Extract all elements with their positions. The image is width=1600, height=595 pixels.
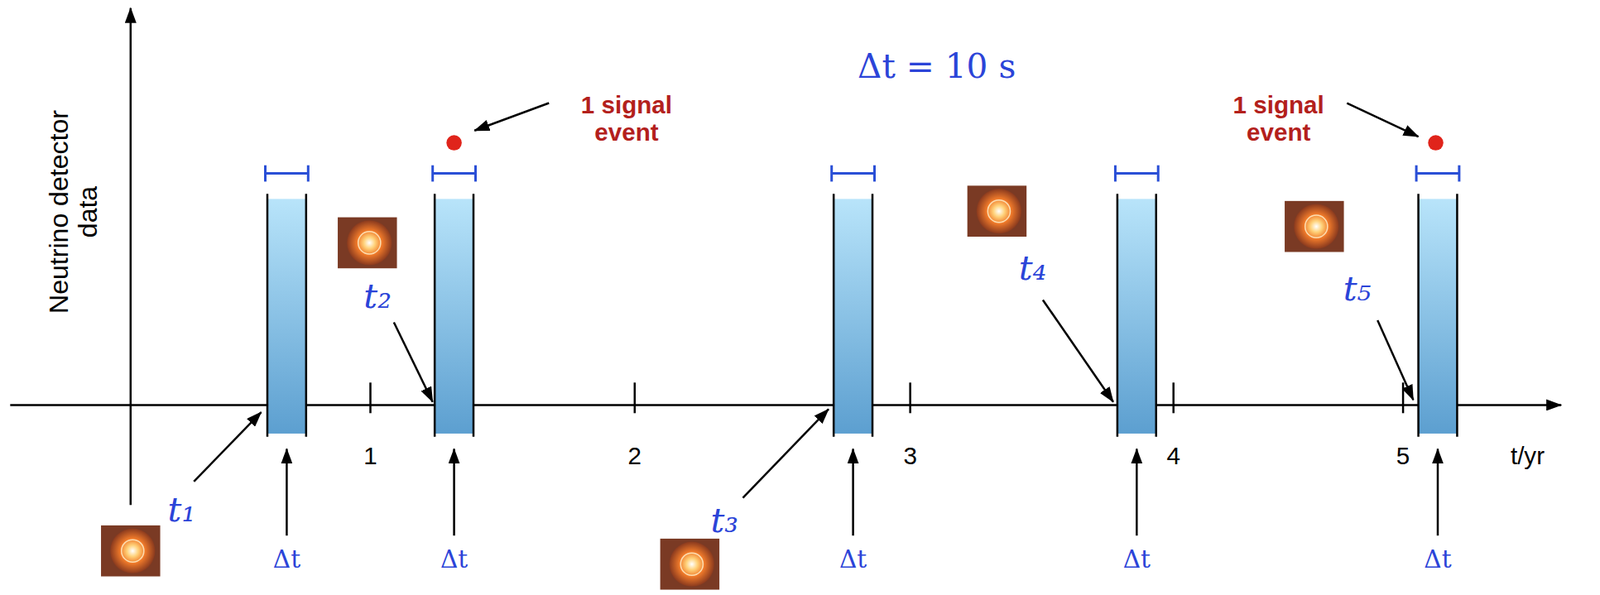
window-label: Δt	[1423, 545, 1452, 573]
band-edge	[1116, 193, 1120, 437]
signal-pointer	[474, 103, 549, 131]
window-bracket	[831, 172, 875, 175]
signal-note: 1 signal event	[564, 92, 689, 147]
window-pointer	[851, 448, 855, 536]
window-bracket	[1457, 165, 1461, 183]
band-edge	[472, 193, 476, 437]
band-edge	[1455, 193, 1459, 437]
band-edge	[871, 193, 875, 437]
window-bracket	[474, 165, 477, 183]
signal-dot	[1427, 134, 1443, 150]
window-label: Δt	[440, 545, 468, 573]
window-bracket	[830, 165, 833, 183]
tick-label: 3	[903, 442, 917, 471]
time-label: t₄	[1018, 249, 1048, 288]
time-pointer	[1377, 320, 1413, 400]
supernova-icon	[100, 525, 161, 577]
time-label: t₂	[363, 276, 392, 315]
band-edge	[433, 193, 437, 437]
tick-label: 2	[628, 442, 642, 471]
time-label: t₅	[1343, 269, 1372, 308]
window-pointer	[1436, 448, 1440, 536]
tick-mark	[1172, 382, 1175, 414]
time-label: t₁	[168, 490, 197, 529]
signal-dot	[446, 134, 462, 150]
tick-mark	[634, 382, 637, 414]
window-label: Δt	[839, 545, 867, 573]
axis-title: Neutrino detector data	[44, 104, 104, 320]
band-edge	[305, 193, 308, 437]
supernova-icon	[1284, 201, 1345, 253]
time-pointer	[193, 412, 261, 482]
supernova-icon	[660, 538, 721, 591]
band-edge	[266, 193, 270, 437]
data-axis	[129, 8, 133, 505]
time-window-band	[434, 198, 474, 434]
time-window-band	[1117, 198, 1157, 434]
time-pointer	[393, 322, 433, 403]
signal-pointer	[1346, 103, 1418, 138]
band-edge	[1417, 193, 1420, 437]
axis-unit: t/yr	[1510, 442, 1545, 471]
time-pointer	[1042, 299, 1114, 402]
window-bracket	[873, 165, 876, 183]
window-bracket	[1114, 172, 1158, 175]
window-pointer	[1135, 448, 1139, 536]
supernova-icon	[967, 185, 1028, 237]
window-label: Δt	[273, 545, 301, 573]
supernova-icon	[337, 217, 398, 270]
time-window-band	[1418, 198, 1458, 434]
window-length: Δt = 10 s	[857, 48, 1016, 86]
window-bracket	[1416, 172, 1460, 175]
time-window-band	[833, 198, 873, 434]
time-pointer	[742, 408, 829, 498]
tick-label: 4	[1166, 442, 1180, 471]
window-bracket	[264, 165, 267, 183]
time-axis	[9, 403, 1562, 407]
signal-note: 1 signal event	[1216, 92, 1341, 147]
window-pointer	[452, 448, 456, 536]
time-window-band	[267, 198, 307, 434]
tick-mark	[1402, 382, 1405, 414]
band-edge	[832, 193, 836, 437]
window-bracket	[1114, 165, 1117, 183]
window-bracket	[1415, 165, 1418, 183]
tick-mark	[369, 382, 372, 414]
tick-mark	[908, 382, 912, 414]
window-bracket	[307, 165, 310, 183]
time-label: t₃	[710, 501, 739, 540]
window-bracket	[431, 165, 434, 183]
band-edge	[1154, 193, 1158, 437]
tick-label: 5	[1396, 442, 1410, 471]
window-label: Δt	[1123, 545, 1151, 573]
tick-label: 1	[363, 442, 377, 471]
window-bracket	[265, 172, 309, 175]
window-bracket	[432, 172, 476, 175]
window-bracket	[1157, 165, 1160, 183]
window-pointer	[285, 448, 289, 536]
